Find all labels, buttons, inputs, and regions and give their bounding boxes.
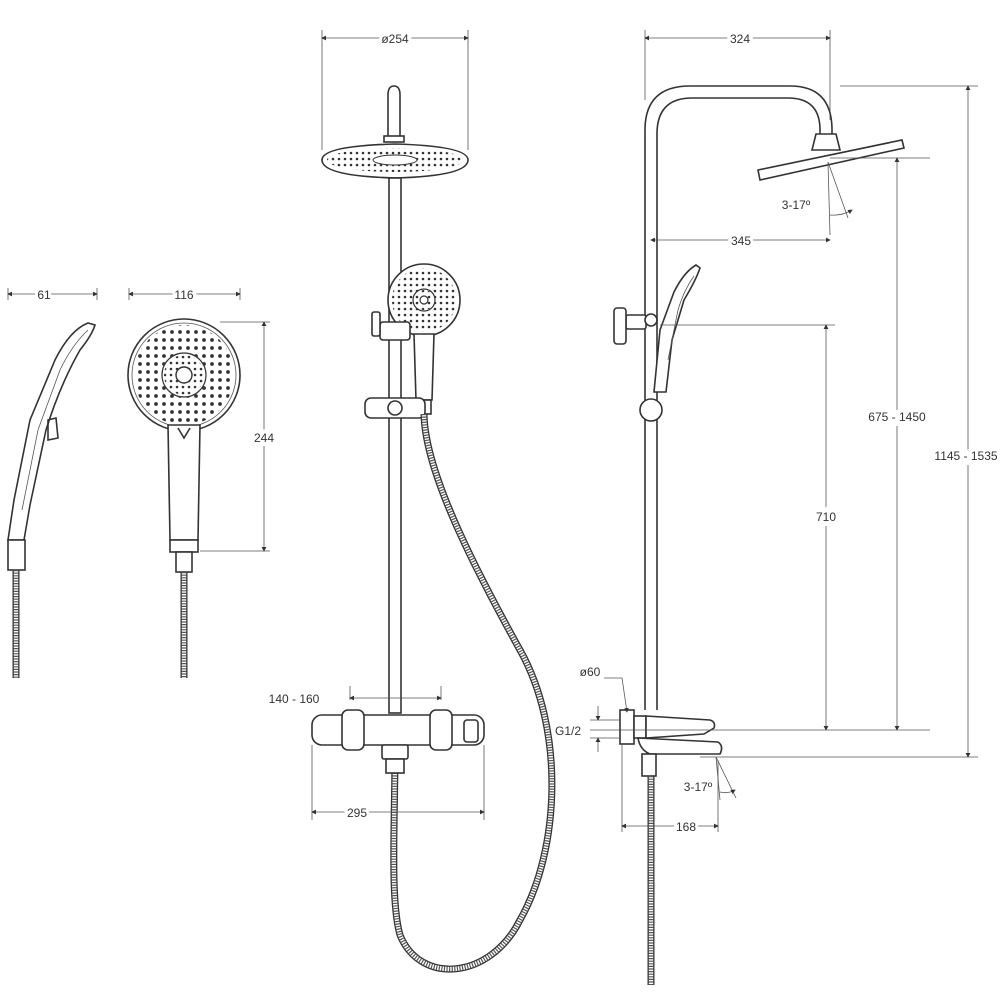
dim-hand-shower-diameter: 116	[174, 288, 193, 302]
hand-shower-mounted	[387, 263, 461, 415]
dim-total-height-range: 1145 - 1535	[934, 449, 997, 463]
dim-hand-shower-length: 244	[254, 431, 274, 445]
dim-arm-span: 324	[730, 32, 750, 46]
dim-mixer-width: 295	[347, 806, 367, 820]
hand-shower-front-view: 116 244	[127, 285, 278, 678]
dim-hand-height-range: 675 - 1450	[868, 410, 926, 424]
shower-system-side-view: 324 3-17º 345 710 675 - 1450	[555, 29, 1000, 985]
dim-mixer-connection-spacing: 140 - 160	[269, 692, 320, 706]
dim-holder-travel: 710	[816, 510, 836, 524]
dim-overhead-diameter: ø254	[381, 32, 409, 46]
dim-spout-reach: 168	[676, 820, 696, 834]
hand-shower-side-view: 61	[7, 285, 98, 678]
dim-spout-tilt: 3-17º	[684, 780, 713, 794]
dim-hand-shower-depth: 61	[37, 288, 51, 302]
shower-system-front-view: ø254 140 - 160	[269, 29, 556, 973]
dim-wall-cover-diameter: ø60	[580, 665, 601, 679]
dim-arm-reach: 345	[731, 234, 751, 248]
dim-overhead-tilt: 3-17º	[782, 198, 811, 212]
dim-thread-size: G1/2	[555, 724, 581, 738]
